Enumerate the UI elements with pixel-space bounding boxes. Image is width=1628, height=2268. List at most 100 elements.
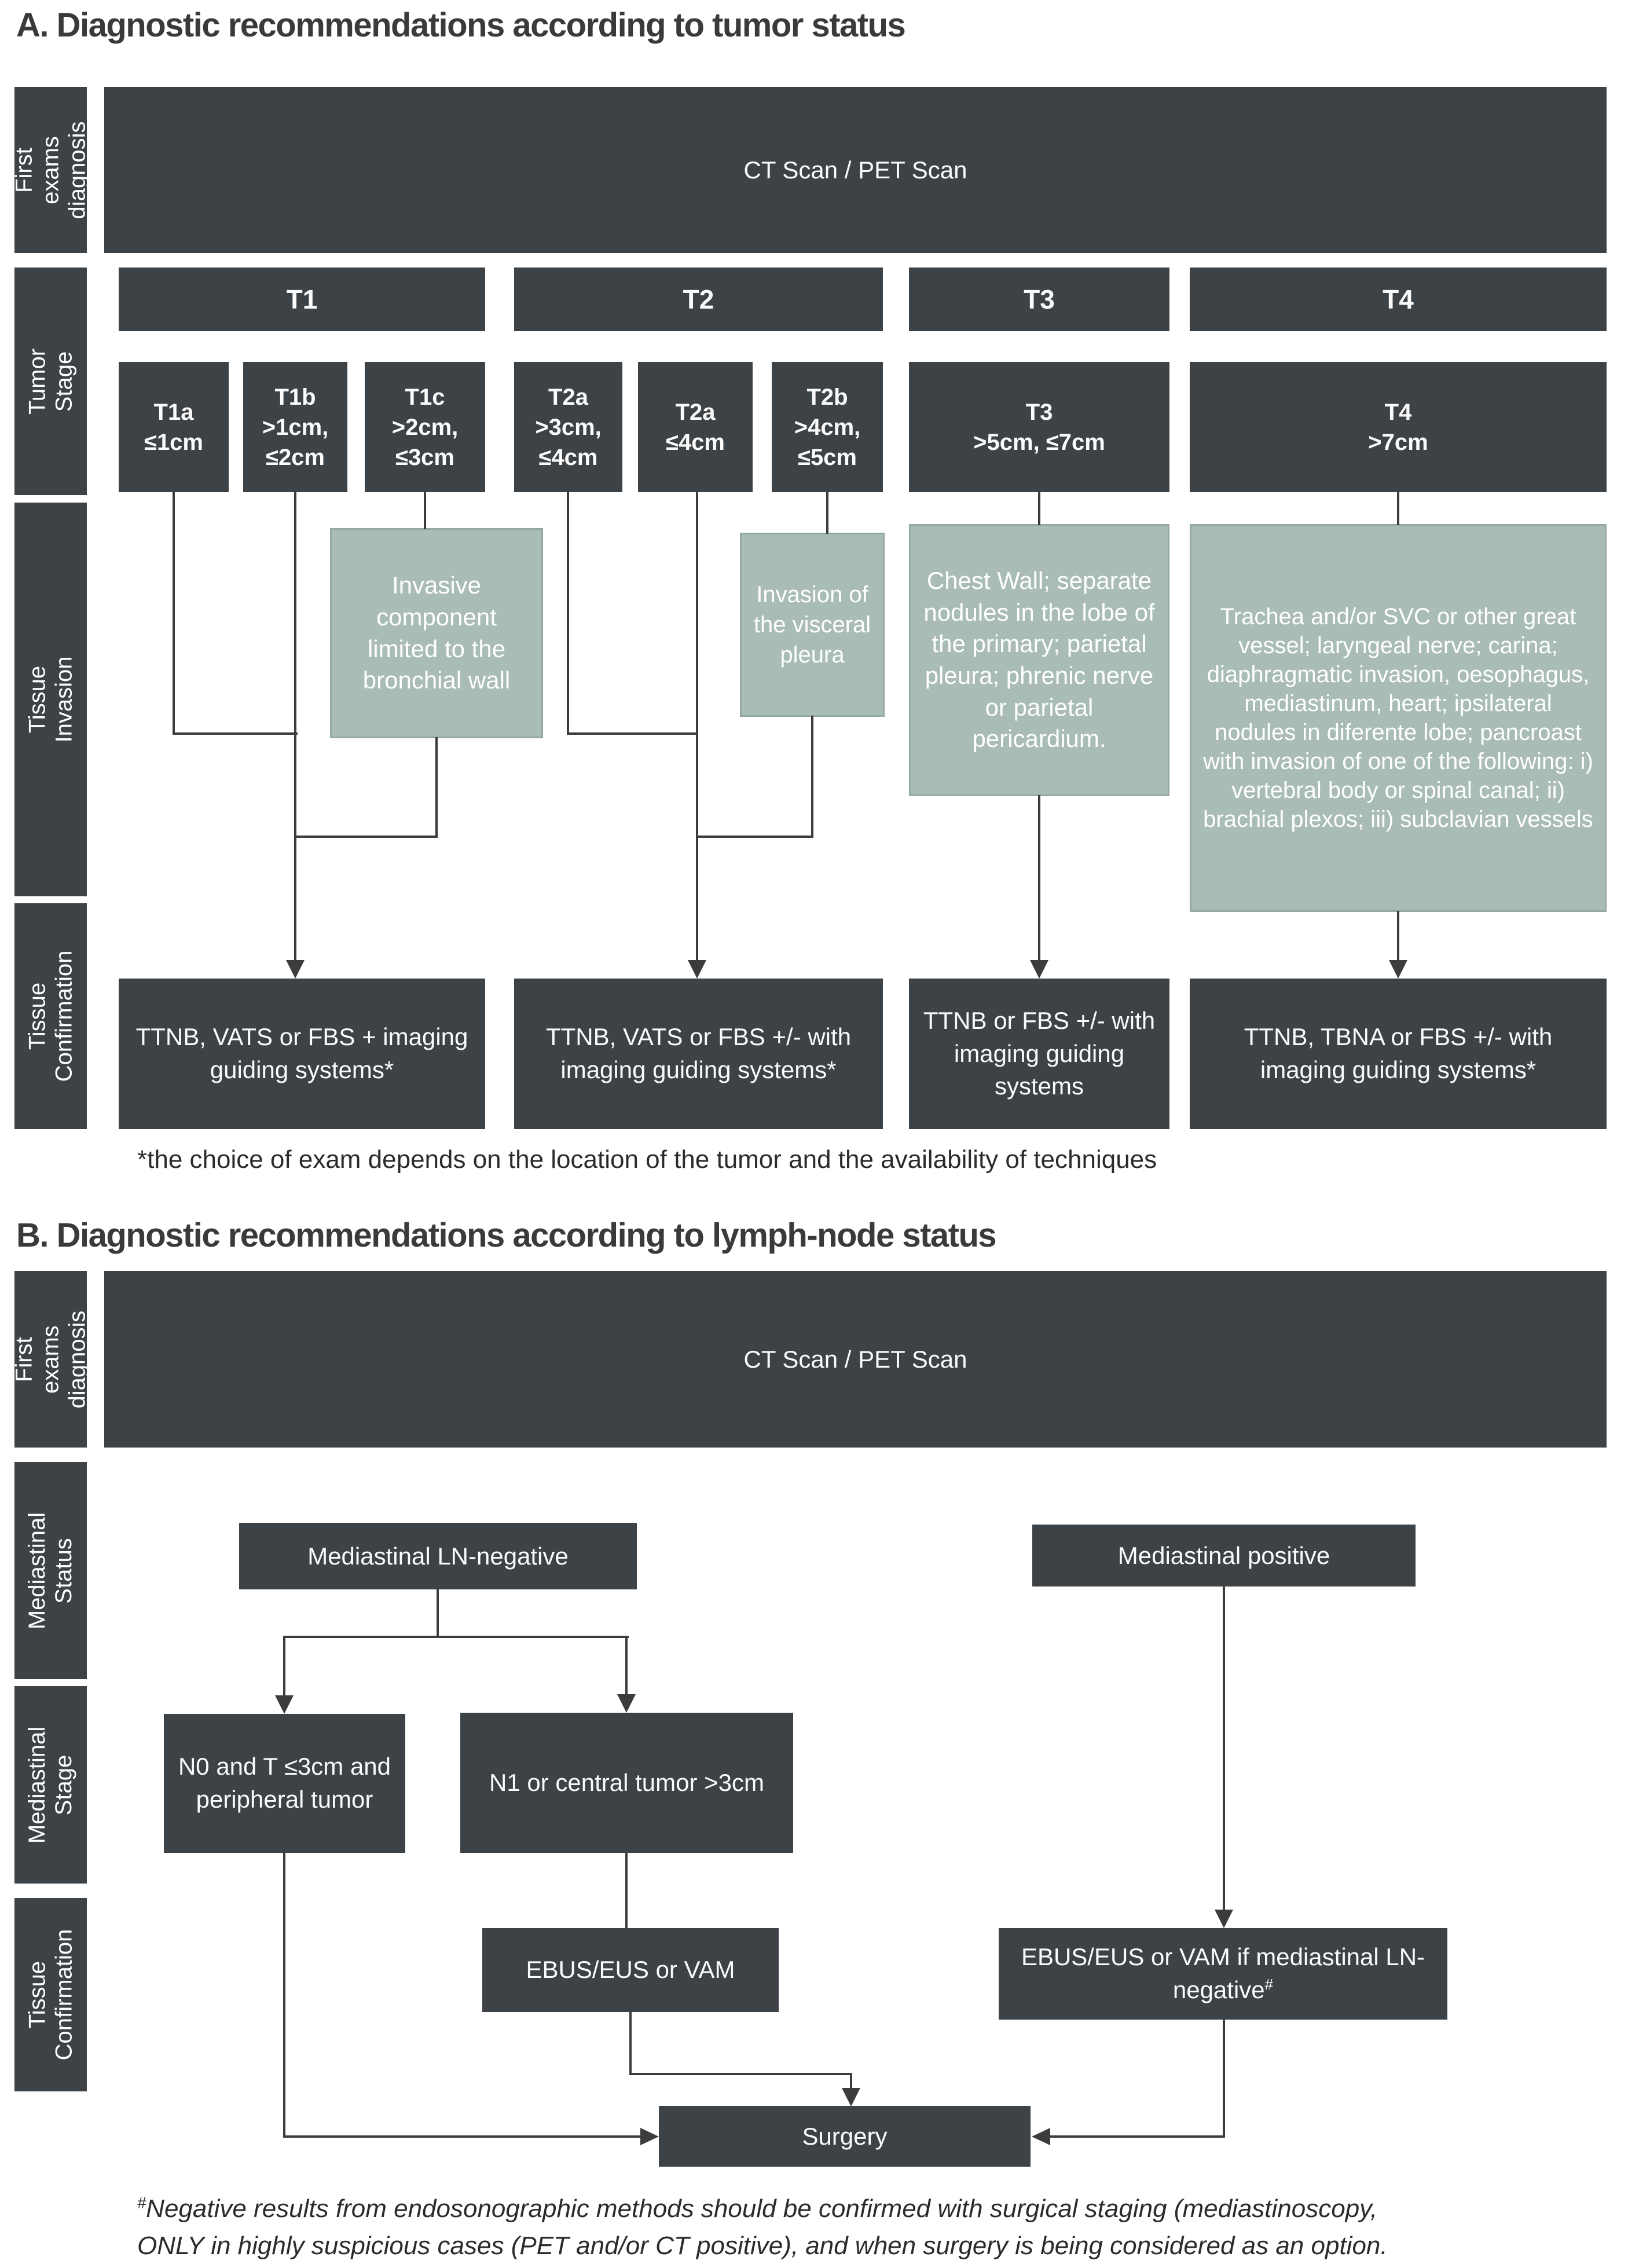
connector-line (424, 492, 426, 529)
confirmation-box-t4: TTNB, TBNA or FBS +/- with imaging guidi… (1190, 979, 1607, 1129)
connector-line (1397, 492, 1399, 525)
arrow-down-icon (1030, 960, 1048, 979)
confirmation-box-t1: TTNB, VATS or FBS + imaging guiding syst… (119, 979, 485, 1129)
stage-box-n0: N0 and T ≤3cm and peripheral tumor (164, 1714, 405, 1853)
row-label-mediastinal-stage: Mediastinal Stage (14, 1686, 87, 1884)
connector-line (567, 732, 698, 735)
status-box-positive: Mediastinal positive (1032, 1525, 1416, 1586)
first-exam-box-a: CT Scan / PET Scan (104, 87, 1607, 253)
stage-box-t1b: T1b >1cm, ≤2cm (243, 362, 347, 492)
row-label-text: First exams diagnosis (11, 1310, 90, 1409)
stage-label: T1a (153, 399, 194, 425)
footnote-b-line1: #Negative results from endosonographic m… (137, 2190, 1388, 2227)
connector-line (696, 492, 698, 962)
arrow-down-icon (275, 1695, 294, 1714)
connector-line (294, 836, 438, 838)
invasion-box-t1c: Invasive component limited to the bronch… (330, 528, 543, 738)
connector-line (173, 492, 175, 735)
footnote-a: *the choice of exam depends on the locat… (137, 1145, 1157, 1174)
stage-box-t2b: T2b >4cm, ≤5cm (772, 362, 883, 492)
stage-size: >3cm, ≤4cm (535, 414, 602, 470)
connector-line (1038, 795, 1040, 962)
connector-line (625, 1636, 628, 1697)
status-box-ln-negative: Mediastinal LN-negative (239, 1523, 637, 1589)
row-label-tissue-confirmation-b: Tissue Confirmation (14, 1898, 87, 2091)
invasion-box-t4: Trachea and/or SVC or other great vessel… (1190, 524, 1607, 912)
confirmation-box-ebus-if: EBUS/EUS or VAM if mediastinal LN-negati… (999, 1928, 1447, 2020)
arrow-right-icon (640, 2128, 659, 2145)
connector-line (1038, 492, 1040, 525)
footnote-b-line2: ONLY in highly suspicious cases (PET and… (137, 2227, 1388, 2265)
row-label-first-exams-b: First exams diagnosis (12, 1271, 90, 1448)
stage-label: T1b (274, 384, 316, 410)
stage-box-t1a: T1a ≤1cm (119, 362, 229, 492)
row-label-text: Tissue Confirmation (24, 950, 77, 1082)
stage-label: T1c (405, 384, 445, 410)
arrow-down-icon (1389, 960, 1407, 979)
confirmation-sup: # (1264, 1976, 1274, 1993)
stage-box-t3: T3 >5cm, ≤7cm (909, 362, 1169, 492)
stage-size: >5cm, ≤7cm (973, 429, 1105, 455)
connector-line (283, 1636, 285, 1697)
confirmation-text: EBUS/EUS or VAM (526, 1956, 735, 1984)
row-label-tumor-stage: Tumor Stage (14, 268, 87, 495)
confirmation-box-t3: TTNB or FBS +/- with imaging guiding sys… (909, 979, 1169, 1129)
connector-line (696, 836, 813, 838)
row-label-tissue-invasion: Tissue Invasion (14, 503, 87, 896)
row-label-text: Tissue Invasion (24, 656, 77, 743)
confirmation-box-t2: TTNB, VATS or FBS +/- with imaging guidi… (514, 979, 883, 1129)
section-b-title: B. Diagnostic recommendations according … (16, 1217, 997, 1254)
connector-line (1223, 2020, 1225, 2138)
arrow-down-icon (286, 960, 305, 979)
connector-line (1397, 911, 1399, 962)
row-label-text: First exams diagnosis (11, 120, 90, 219)
stage-header-t4: T4 (1190, 268, 1607, 331)
section-a-title: A. Diagnostic recommendations according … (16, 6, 906, 44)
row-label-text: Mediastinal Stage (24, 1726, 77, 1844)
arrow-down-icon (617, 1694, 636, 1713)
row-label-text: Mediastinal Status (24, 1512, 77, 1629)
connector-line (629, 2012, 632, 2075)
connector-line (567, 492, 569, 735)
stage-size: ≤4cm (665, 429, 725, 455)
stage-header-t2: T2 (514, 268, 883, 331)
stage-header-t1: T1 (119, 268, 485, 331)
connector-line (625, 1853, 628, 1928)
connector-line (283, 1853, 285, 2138)
connector-line (1223, 1586, 1225, 1911)
connector-line (283, 2135, 643, 2138)
connector-line (435, 737, 438, 838)
stage-label: T4 (1384, 399, 1412, 425)
arrow-down-icon (688, 960, 706, 979)
row-label-mediastinal-status: Mediastinal Status (14, 1462, 87, 1679)
stage-box-t2a-2: T2a ≤4cm (638, 362, 753, 492)
surgery-box: Surgery (659, 2106, 1031, 2167)
stage-size: >1cm, ≤2cm (262, 414, 329, 470)
row-label-text: Tissue Confirmation (24, 1929, 77, 2061)
arrow-left-icon (1032, 2128, 1050, 2145)
stage-box-t2a-1: T2a >3cm, ≤4cm (514, 362, 622, 492)
stage-size: >2cm, ≤3cm (391, 414, 459, 470)
stage-size: >4cm, ≤5cm (794, 414, 861, 470)
stage-label: T3 (1025, 399, 1053, 425)
stage-size: ≤1cm (144, 429, 203, 455)
connector-line (294, 492, 296, 962)
connector-line (811, 716, 813, 838)
confirmation-box-ebus: EBUS/EUS or VAM (482, 1928, 779, 2012)
row-label-text: Tumor Stage (24, 348, 77, 415)
stage-box-t4: T4 >7cm (1190, 362, 1607, 492)
stage-box-n1: N1 or central tumor >3cm (460, 1713, 793, 1853)
stage-label: T2a (548, 384, 588, 410)
invasion-box-t2b: Invasion of the visceral pleura (740, 533, 885, 717)
stage-label: T2a (675, 399, 716, 425)
connector-line (850, 2073, 852, 2091)
connector-line (283, 1636, 629, 1638)
footnote-b: #Negative results from endosonographic m… (137, 2190, 1388, 2265)
footnote-sup: # (137, 2193, 146, 2212)
arrow-down-icon (842, 2088, 860, 2106)
arrow-down-icon (1215, 1910, 1233, 1928)
first-exam-box-b: CT Scan / PET Scan (104, 1271, 1607, 1448)
stage-size: >7cm (1368, 429, 1428, 455)
stage-label: T2b (806, 384, 848, 410)
